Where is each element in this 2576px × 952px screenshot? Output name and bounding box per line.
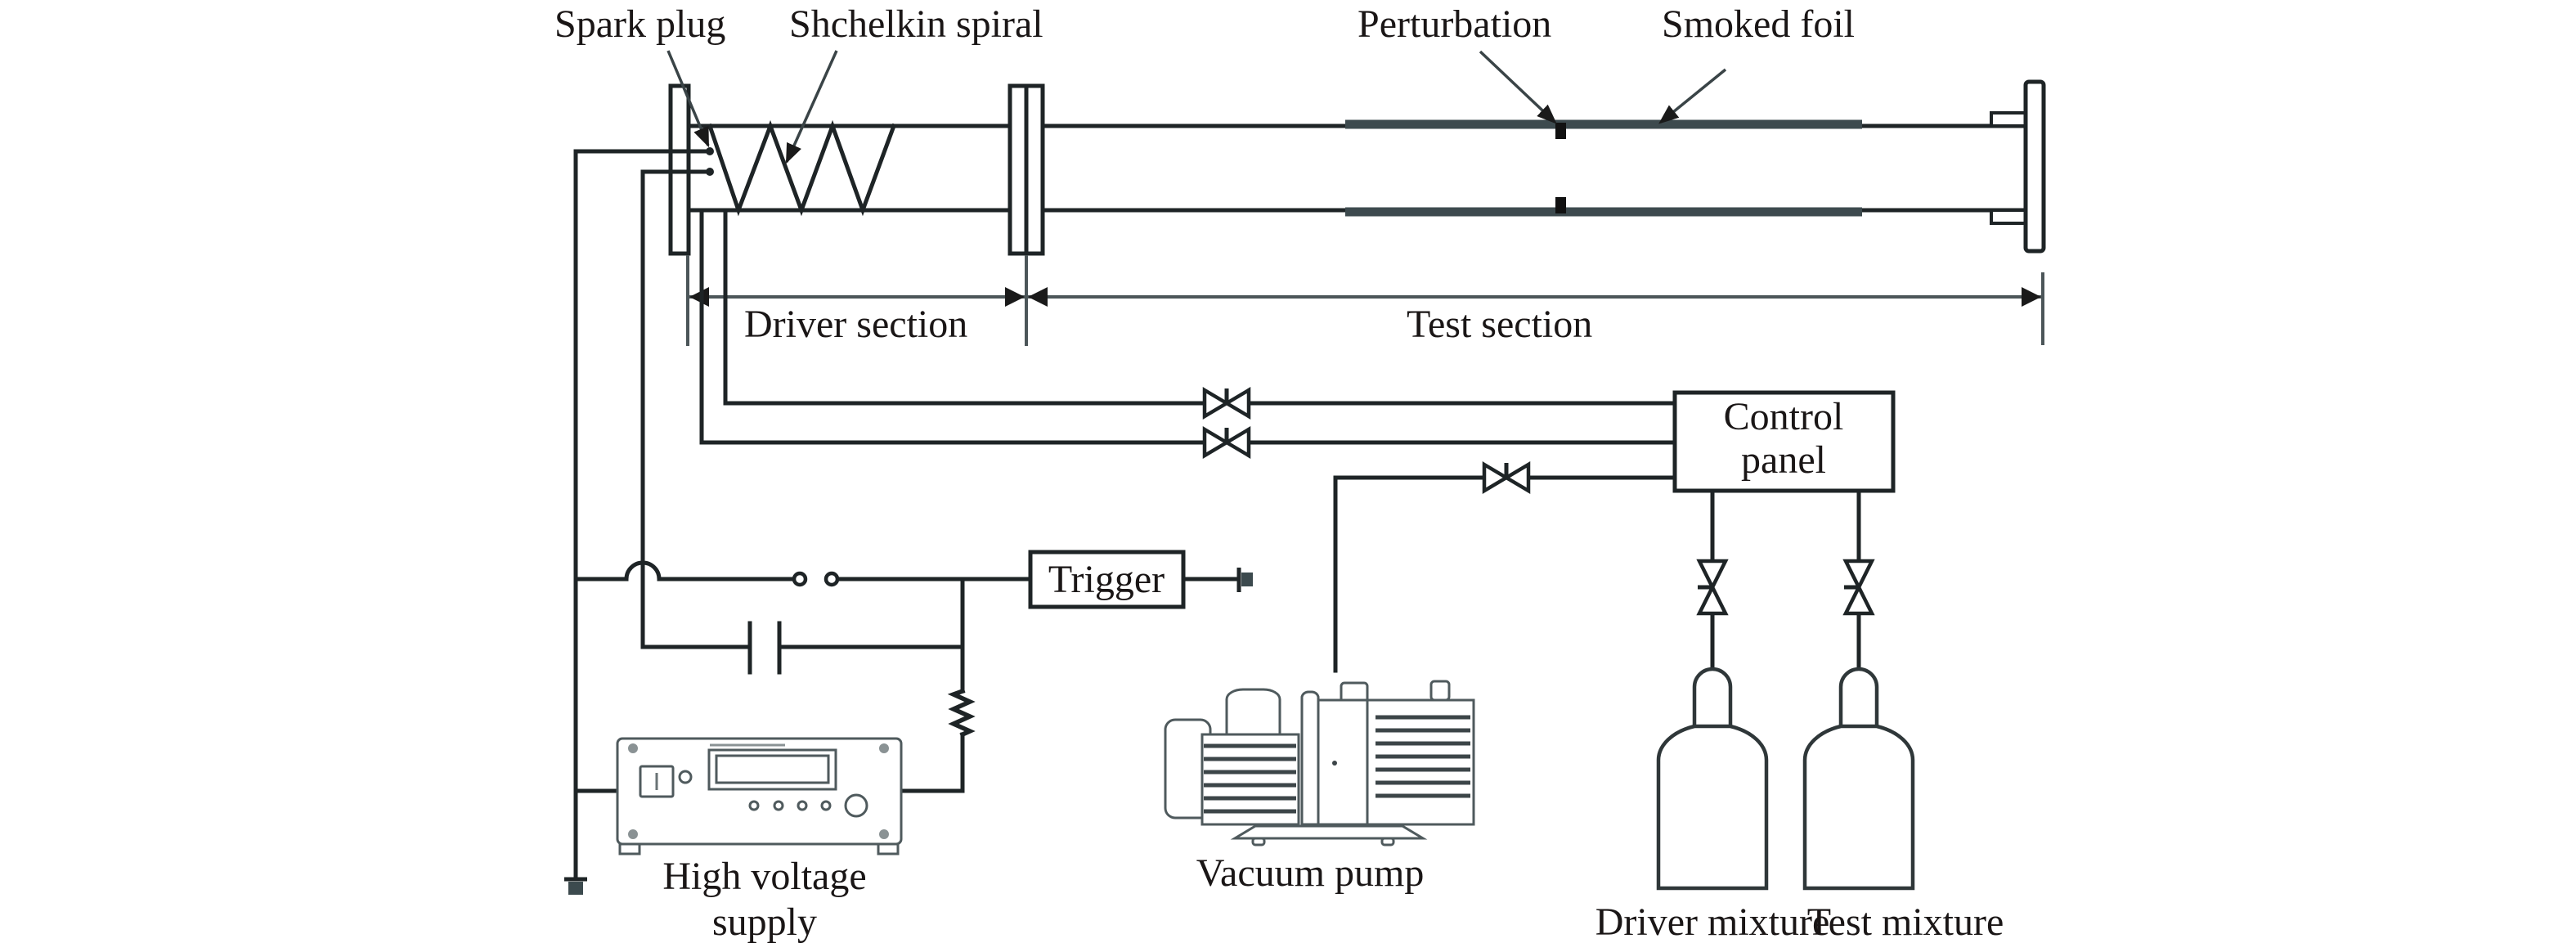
end-stub-top (1990, 111, 2027, 128)
test-fill-valve[interactable] (1202, 426, 1251, 459)
trigger-ground-icon (1236, 568, 1253, 592)
shchelkin-spiral-pointer (785, 50, 838, 164)
test-mixture-cylinder (1802, 667, 1915, 891)
driver-mixture-label: Driver mixture (1595, 900, 1830, 944)
smoked-foil-label: Smoked foil (1662, 2, 1855, 46)
smoked-foil-pointer (1658, 68, 1727, 124)
resistor (947, 688, 976, 738)
shchelkin-spiral (707, 119, 897, 217)
driver-section-label: Driver section (744, 303, 967, 346)
perturbation-block-bottom (1555, 197, 1566, 213)
perturbation-label: Perturbation (1358, 2, 1551, 46)
pump-body-fins (1376, 715, 1470, 798)
test-mixture-valve[interactable] (1842, 559, 1875, 616)
perturbation-pointer (1479, 50, 1557, 124)
high-voltage-supply-label-line1: High voltage (662, 855, 866, 898)
driver-mixture-valve[interactable] (1696, 559, 1729, 616)
vacuum-pump-label: Vacuum pump (1196, 851, 1425, 895)
test-mixture-label: Test mixture (1807, 900, 2004, 944)
spark-switch (792, 571, 840, 587)
driver-fill-valve[interactable] (1202, 387, 1251, 420)
control-panel-label-line1: Control (1724, 395, 1844, 438)
driver-fill-line (723, 208, 1677, 406)
high-voltage-supply-label-line2: supply (712, 900, 817, 944)
test-fill-line (699, 208, 1677, 445)
ignition-circuit (573, 149, 1241, 882)
vacuum-line (1333, 475, 1677, 673)
driver-mixture-cylinder (1656, 667, 1769, 891)
motor-fins (1204, 743, 1296, 814)
vacuum-pump (1164, 680, 1475, 846)
spark-plug-label: Spark plug (554, 2, 725, 46)
section-dimensions (686, 255, 2044, 346)
vacuum-valve[interactable] (1482, 461, 1531, 494)
trigger-label: Trigger (1048, 558, 1165, 601)
circuit-ground-icon (564, 877, 587, 895)
trigger-box: Trigger (1028, 550, 1186, 609)
control-panel: Control panel (1672, 390, 1896, 493)
end-stub-bottom (1990, 209, 2027, 225)
perturbation-block-top (1555, 123, 1566, 139)
high-voltage-supply (616, 737, 903, 855)
right-end-flange (2023, 79, 2046, 254)
capacitor (747, 621, 782, 675)
test-section-label: Test section (1407, 303, 1592, 346)
shchelkin-spiral-label: Shchelkin spiral (789, 2, 1043, 46)
control-panel-label-line2: panel (1741, 438, 1826, 482)
middle-flange (1008, 83, 1045, 256)
detonation-tube (668, 79, 2046, 256)
spark-plug-pointer (666, 50, 710, 148)
